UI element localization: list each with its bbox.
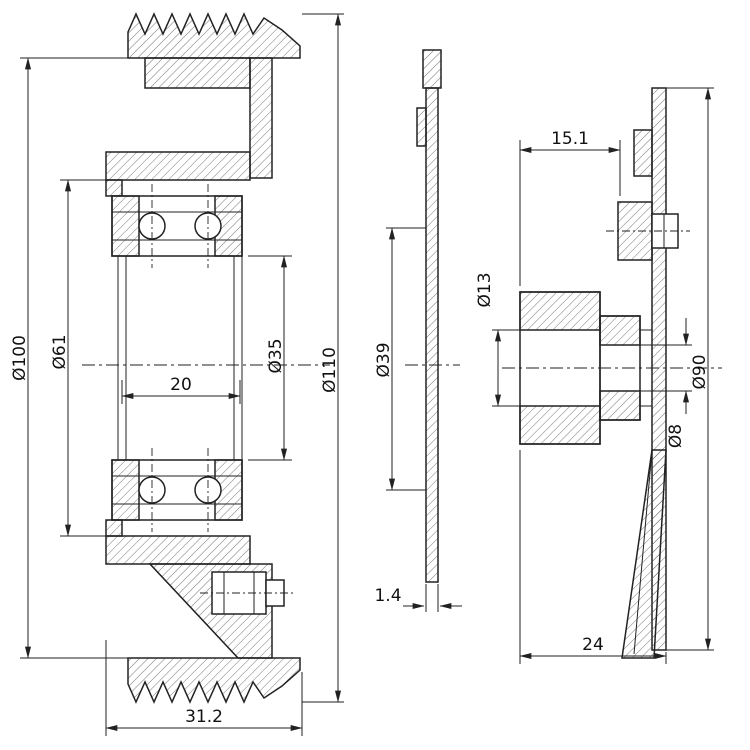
left-dimensions: Ø100 Ø61 Ø35 Ø110 20 31.2 <box>10 13 344 736</box>
bottom-belt-grooves <box>127 657 301 704</box>
dim-label-outer-diameter: Ø110 <box>320 347 340 393</box>
lower-web <box>105 519 296 659</box>
disc-flange-bump <box>416 107 427 147</box>
dim-label-bearing-width: 20 <box>170 375 192 395</box>
upper-bearing <box>111 184 243 268</box>
middle-dimensions: Ø39 1.4 <box>374 227 462 612</box>
dim-label-overall-width-right: 24 <box>582 635 604 655</box>
top-stub <box>633 129 653 177</box>
dim-label-plate-diameter: Ø90 <box>690 354 710 389</box>
dim-label-groove-diameter: Ø100 <box>10 335 30 381</box>
upper-web <box>105 57 273 197</box>
left-section-view: Ø100 Ø61 Ø35 Ø110 20 31.2 <box>10 12 344 736</box>
disc-hub-stub <box>422 49 442 89</box>
dim-label-pilot-diameter: Ø8 <box>666 424 686 448</box>
rivet-block <box>606 201 690 261</box>
disc-body <box>425 87 439 583</box>
dim-label-disc-thickness: 1.4 <box>374 586 401 606</box>
dim-label-bore-diameter-right: Ø13 <box>475 272 495 307</box>
top-belt-grooves <box>127 12 301 59</box>
lower-bearing <box>111 448 243 532</box>
dim-label-hub-offset: 15.1 <box>551 129 589 149</box>
dim-label-overall-width: 31.2 <box>185 707 223 727</box>
middle-disc-view: Ø39 1.4 <box>374 49 462 612</box>
dim-label-bearing-seat-diameter: Ø61 <box>50 334 70 369</box>
dim-label-bore-diameter: Ø35 <box>266 338 286 373</box>
hub-body <box>519 291 652 445</box>
dim-label-disc-diameter: Ø39 <box>374 342 394 377</box>
right-hub-view: 15.1 Ø13 Ø90 Ø8 24 <box>475 87 722 664</box>
bore-walls <box>117 256 243 460</box>
right-dimensions: 15.1 Ø13 Ø90 Ø8 24 <box>475 87 714 664</box>
